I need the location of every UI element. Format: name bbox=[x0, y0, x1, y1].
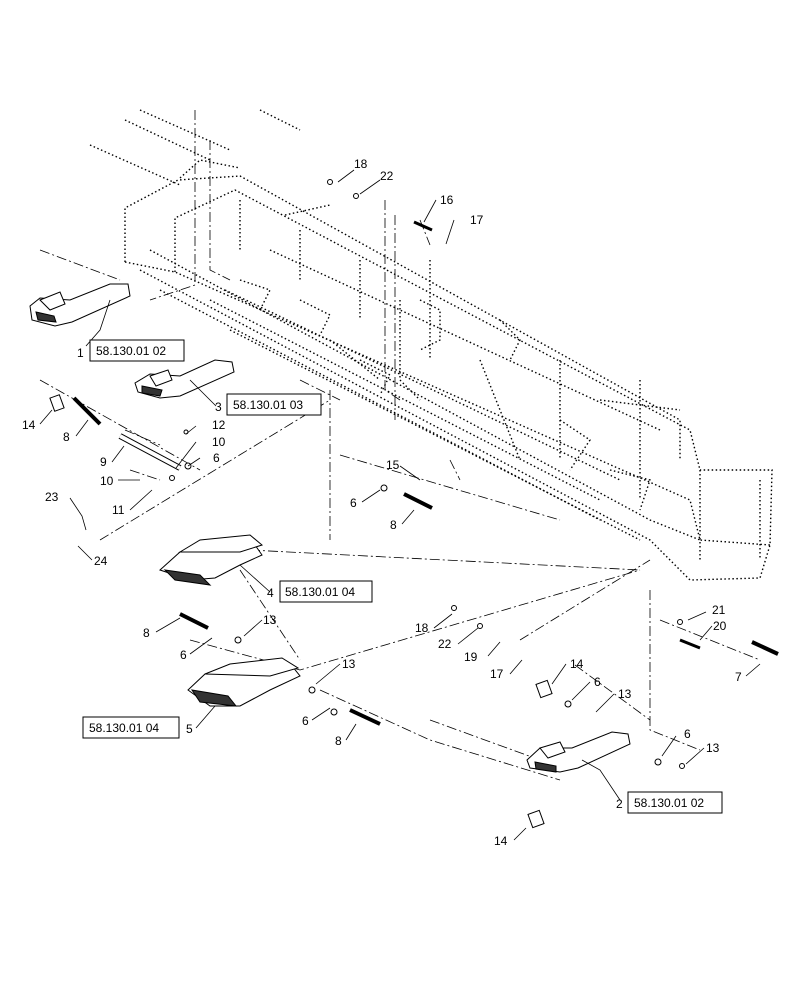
pin-8-lower-left bbox=[179, 612, 209, 630]
reference-box-3[interactable]: 58.130.01 03 bbox=[226, 393, 322, 416]
callout-13-a: 13 bbox=[263, 613, 277, 627]
callout-8-b: 8 bbox=[390, 518, 397, 532]
callout-19: 19 bbox=[464, 650, 478, 664]
pin-7 bbox=[751, 640, 779, 656]
callout-labels: 1 2 3 4 5 6 6 6 6 6 6 7 8 8 8 8 9 10 10 … bbox=[22, 157, 742, 848]
pin-8-left bbox=[72, 396, 102, 426]
pin-8-lower-center bbox=[349, 708, 381, 726]
reference-box-2[interactable]: 58.130.01 02 bbox=[627, 791, 723, 814]
callout-7: 7 bbox=[735, 670, 742, 684]
reference-2-text: 58.130.01 02 bbox=[634, 796, 704, 810]
callout-13-b: 13 bbox=[342, 657, 356, 671]
callout-23: 23 bbox=[45, 490, 59, 504]
reference-box-5[interactable]: 58.130.01 04 bbox=[82, 716, 180, 739]
pin-8-center bbox=[403, 492, 433, 510]
callout-3: 3 bbox=[215, 400, 222, 414]
callout-8-c: 8 bbox=[143, 626, 150, 640]
callout-6-a: 6 bbox=[213, 451, 220, 465]
reference-4-text: 58.130.01 04 bbox=[285, 585, 355, 599]
nut-washers bbox=[169, 179, 685, 769]
reference-box-1[interactable]: 58.130.01 02 bbox=[89, 339, 185, 362]
pin-20 bbox=[679, 638, 701, 650]
callout-16: 16 bbox=[440, 193, 454, 207]
callout-21: 21 bbox=[712, 603, 726, 617]
callout-17-a: 17 bbox=[470, 213, 484, 227]
skid-shoe-3 bbox=[134, 359, 235, 399]
bolt-16 bbox=[413, 220, 433, 232]
alignment-lines bbox=[39, 110, 761, 781]
callout-18-a: 18 bbox=[354, 157, 368, 171]
callout-6-d: 6 bbox=[302, 714, 309, 728]
shaft-9 bbox=[118, 433, 182, 471]
callout-2: 2 bbox=[616, 797, 623, 811]
callout-8-a: 8 bbox=[63, 430, 70, 444]
skid-shoe-2 bbox=[526, 731, 631, 773]
callout-11: 11 bbox=[112, 503, 125, 517]
callout-17-b: 17 bbox=[490, 667, 504, 681]
callout-14-a: 14 bbox=[22, 418, 36, 432]
skid-shoe-4 bbox=[159, 534, 264, 586]
leader-lines bbox=[39, 169, 761, 841]
callout-14-b: 14 bbox=[570, 657, 584, 671]
callout-22-a: 22 bbox=[380, 169, 394, 183]
callout-14-c: 14 bbox=[494, 834, 508, 848]
reference-box-4[interactable]: 58.130.01 04 bbox=[279, 580, 373, 603]
bushing-14-left bbox=[49, 394, 65, 412]
callout-5: 5 bbox=[186, 722, 193, 736]
callout-4: 4 bbox=[267, 586, 274, 600]
bushing-14-right bbox=[535, 679, 553, 699]
callout-1: 1 bbox=[77, 346, 84, 360]
callout-6-f: 6 bbox=[684, 727, 691, 741]
reference-1-text: 58.130.01 02 bbox=[96, 344, 166, 358]
callout-9: 9 bbox=[100, 455, 107, 469]
bushing-14-bottom bbox=[527, 809, 545, 829]
callout-13-c: 13 bbox=[618, 687, 632, 701]
callout-12: 12 bbox=[212, 418, 226, 432]
callout-15: 15 bbox=[386, 458, 400, 472]
callout-13-d: 13 bbox=[706, 741, 720, 755]
callout-18-b: 18 bbox=[415, 621, 429, 635]
skid-shoe-5 bbox=[187, 657, 301, 707]
callout-8-d: 8 bbox=[335, 734, 342, 748]
callout-20: 20 bbox=[713, 619, 727, 633]
header-frame bbox=[89, 109, 773, 581]
callout-24: 24 bbox=[94, 554, 108, 568]
callout-10-b: 10 bbox=[100, 474, 114, 488]
reference-3-text: 58.130.01 03 bbox=[233, 398, 303, 412]
skid-shoe-1 bbox=[29, 283, 131, 327]
reference-5-text: 58.130.01 04 bbox=[89, 721, 159, 735]
callout-6-b: 6 bbox=[350, 496, 357, 510]
callout-6-c: 6 bbox=[180, 648, 187, 662]
callout-22-b: 22 bbox=[438, 637, 452, 651]
callout-6-e: 6 bbox=[594, 675, 601, 689]
callout-10-a: 10 bbox=[212, 435, 226, 449]
